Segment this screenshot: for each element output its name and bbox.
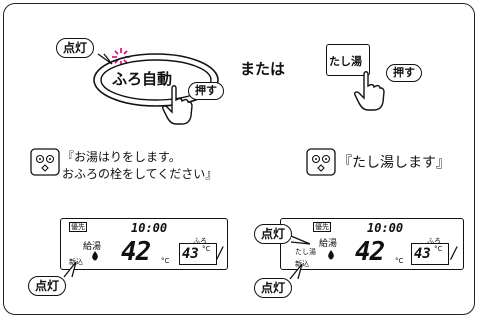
lit-callout-right-top-label: 点灯	[261, 227, 286, 241]
push-text-alt: 押す	[393, 66, 415, 79]
priority-indicator: 優先	[69, 222, 87, 232]
bath-set-unit: °C	[202, 245, 211, 253]
lit-callout-right-bottom-label: 点灯	[261, 281, 286, 295]
kyuto-label-right: 給湯	[319, 239, 338, 249]
instruction-panel	[3, 3, 475, 315]
lit-callout-tail	[97, 53, 113, 65]
bath-level-mark-right: /	[451, 243, 457, 262]
push-label-alt: 押す	[386, 64, 422, 82]
display-right: 優先 10:00 給湯 たし湯 42 °C ふろ 43 °C / 新込	[280, 218, 464, 270]
tashiyu-button[interactable]: たし湯	[326, 44, 370, 76]
kyuto-label: 給湯	[83, 242, 102, 252]
bath-set-unit-right: °C	[434, 245, 443, 253]
voice-left-line1: 『お湯はりをします。	[62, 150, 181, 164]
clock-readout: 10:00	[131, 221, 168, 235]
priority-indicator-right: 優先	[313, 222, 331, 232]
furo-small-label-right: ふろ	[427, 237, 441, 245]
bath-setting-box: 43 °C	[179, 243, 217, 265]
tashiyu-indicator: たし湯	[295, 248, 316, 256]
lit-callout-right-top-tail	[290, 235, 311, 245]
bath-set-temp-right: 43	[414, 246, 431, 262]
pointing-hand-icon-alt	[354, 71, 385, 111]
display-left: 優先 10:00 給湯 42 °C ふろ 43 °C / 新込	[60, 218, 228, 270]
lit-callout-right-bottom-tail	[289, 263, 303, 280]
clock-readout-right: 10:00	[367, 221, 404, 235]
water-temp-unit: °C	[161, 257, 170, 265]
voice-left-line2: おふろの栓をしてください』	[62, 167, 218, 181]
flame-icon-right	[328, 250, 334, 260]
push-label-main: 押す	[188, 82, 224, 100]
lit-callout-right-bottom: 点灯	[254, 278, 293, 298]
speaker-face-icon-right	[306, 148, 336, 176]
water-temp-unit-right: °C	[395, 257, 404, 265]
pointing-hand-icon	[162, 85, 193, 125]
speaker-face-icon	[30, 148, 60, 176]
flame-icon	[92, 251, 98, 261]
water-temp-readout: 42	[121, 237, 151, 267]
tashiyu-button-label: たし湯	[329, 55, 362, 68]
furo-auto-button[interactable]: ふろ自動	[112, 70, 173, 88]
lit-callout-top: 点灯	[56, 38, 95, 58]
bath-setting-box-right: 43 °C	[411, 243, 449, 265]
lit-callout-left-label: 点灯	[35, 279, 60, 293]
furo-small-label: ふろ	[193, 237, 207, 245]
lit-callout-right-top: 点灯	[254, 224, 293, 244]
bath-level-mark: /	[217, 243, 223, 262]
water-temp-readout-right: 42	[355, 237, 385, 267]
or-text: または	[240, 60, 286, 78]
push-text: 押す	[195, 84, 217, 97]
lit-callout-left: 点灯	[28, 276, 67, 296]
lit-callout-left-tail	[63, 261, 77, 278]
furo-auto-button-outline	[93, 53, 219, 107]
voice-message-left: 『お湯はりをします。 おふろの栓をしてください』	[62, 149, 217, 183]
bath-set-temp: 43	[182, 246, 199, 262]
lit-callout-label: 点灯	[63, 41, 88, 55]
voice-message-right: 『たし湯します』	[338, 155, 450, 171]
